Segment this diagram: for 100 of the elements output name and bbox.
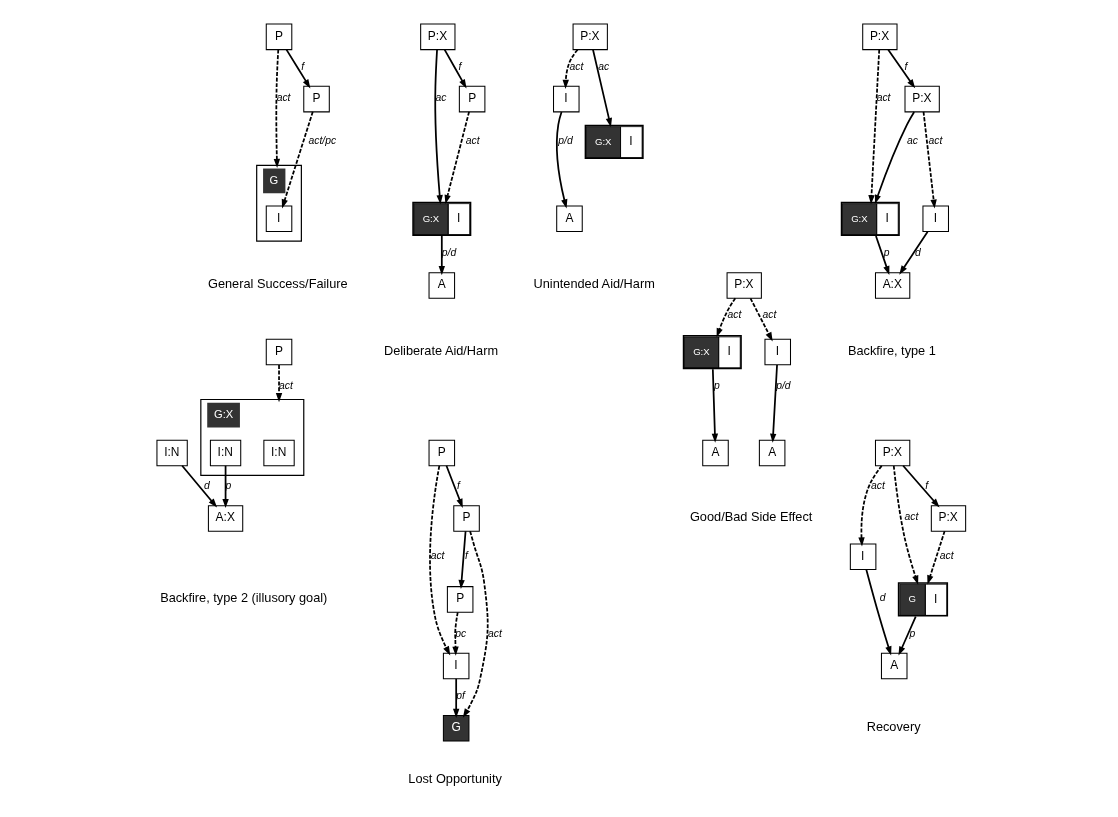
arrow	[457, 530, 466, 590]
arrow	[445, 464, 463, 508]
node-box: P:X	[904, 85, 940, 113]
arrow	[874, 111, 915, 204]
edge-label: ac	[597, 60, 609, 72]
label: Good/Bad Side Effect	[689, 509, 812, 525]
arrow	[555, 111, 567, 209]
arrow	[711, 368, 718, 443]
edge-label: act	[762, 309, 776, 321]
edge-label: p/d	[557, 134, 573, 146]
arrow	[749, 297, 773, 342]
arrow	[221, 464, 229, 509]
edge-label: act	[487, 627, 502, 639]
edge-label: act	[939, 549, 954, 561]
node-box: A	[428, 272, 455, 299]
arrow	[716, 297, 736, 338]
label: General Success/Failure	[207, 276, 348, 292]
node-box: I	[849, 543, 876, 570]
edge-label: ac	[434, 92, 446, 104]
node-box: I	[763, 338, 791, 366]
node-box: A	[701, 439, 729, 467]
node-box: P	[302, 85, 330, 113]
node-box: P:X	[874, 439, 910, 467]
edge-label: act	[876, 92, 890, 104]
arrow	[857, 465, 883, 547]
edge-label: f	[904, 60, 907, 72]
node-box: I	[921, 205, 949, 233]
edge-label: ac	[906, 134, 918, 146]
node-box: I:N	[209, 439, 241, 467]
edge-label: act	[568, 60, 583, 72]
node-box: A	[880, 652, 907, 680]
arrow	[892, 464, 918, 585]
edge-label: f	[300, 60, 304, 72]
arrow	[428, 465, 450, 656]
node-box: I	[552, 85, 580, 113]
arrow	[886, 48, 915, 89]
node-box: A:X	[874, 272, 910, 299]
node-box: P	[452, 505, 480, 532]
label: Unintended Aid/Harm	[533, 276, 655, 292]
arrow	[898, 230, 928, 275]
edge-label: act	[278, 380, 293, 392]
arrow	[443, 48, 467, 89]
edge-label: d	[914, 247, 921, 259]
node-box: G	[442, 715, 469, 742]
node-box: P:X	[861, 23, 898, 51]
node-box: P:X	[572, 23, 608, 51]
edge-label: act	[726, 309, 741, 321]
node-box: P	[265, 338, 292, 366]
arrow	[926, 530, 945, 585]
node-box: I:N	[155, 439, 188, 467]
label: Backfire, type 1	[847, 343, 936, 359]
arrow	[562, 48, 578, 89]
edge-label: p	[908, 627, 915, 639]
arrow	[591, 48, 612, 128]
node-box: I	[442, 652, 469, 680]
arrow	[444, 111, 470, 205]
arrow	[273, 48, 280, 168]
edge-label: act	[465, 134, 480, 146]
label: Recovery	[866, 719, 921, 735]
label: Lost Opportunity	[407, 771, 502, 787]
arrow	[898, 615, 917, 656]
edge-label: act	[928, 134, 942, 146]
arrow	[874, 235, 889, 276]
node-box: P:X	[726, 272, 762, 299]
arrow	[275, 364, 282, 403]
node-box: P	[428, 439, 455, 467]
edge-label: d	[879, 592, 886, 604]
arrow	[452, 677, 459, 718]
label: Backfire, type 2 (illusory goal)	[159, 590, 327, 606]
edge-label: p	[883, 247, 890, 259]
node-box: A:X	[207, 505, 243, 532]
node-box: P	[446, 586, 473, 613]
node-box: P:X	[419, 23, 455, 51]
node-box: P	[458, 85, 485, 113]
node-box: I:N	[262, 439, 295, 467]
arrow	[864, 568, 891, 656]
edge-label: act	[904, 511, 918, 523]
arrow	[433, 48, 443, 205]
node-box: P:X	[930, 505, 966, 532]
edge-label: p	[713, 380, 720, 392]
edge-label: f	[458, 60, 461, 72]
arrow	[438, 235, 445, 276]
arrow	[769, 364, 778, 443]
node-box: A	[758, 439, 785, 467]
arrow	[451, 611, 459, 656]
node-box: P	[265, 23, 292, 51]
arrow	[285, 48, 310, 89]
arrow	[462, 530, 489, 718]
edge-label: act	[430, 549, 444, 561]
edge-label: f	[464, 549, 468, 561]
arrow	[281, 111, 314, 209]
node-box: A	[555, 205, 583, 233]
edge-label: f	[456, 480, 460, 492]
edge-label: d	[203, 480, 210, 492]
arrow	[922, 111, 937, 209]
arrow	[867, 48, 880, 205]
edge-label: act	[870, 480, 885, 492]
arrow	[901, 464, 940, 508]
arrow	[180, 464, 217, 508]
node-box: I	[265, 205, 292, 233]
